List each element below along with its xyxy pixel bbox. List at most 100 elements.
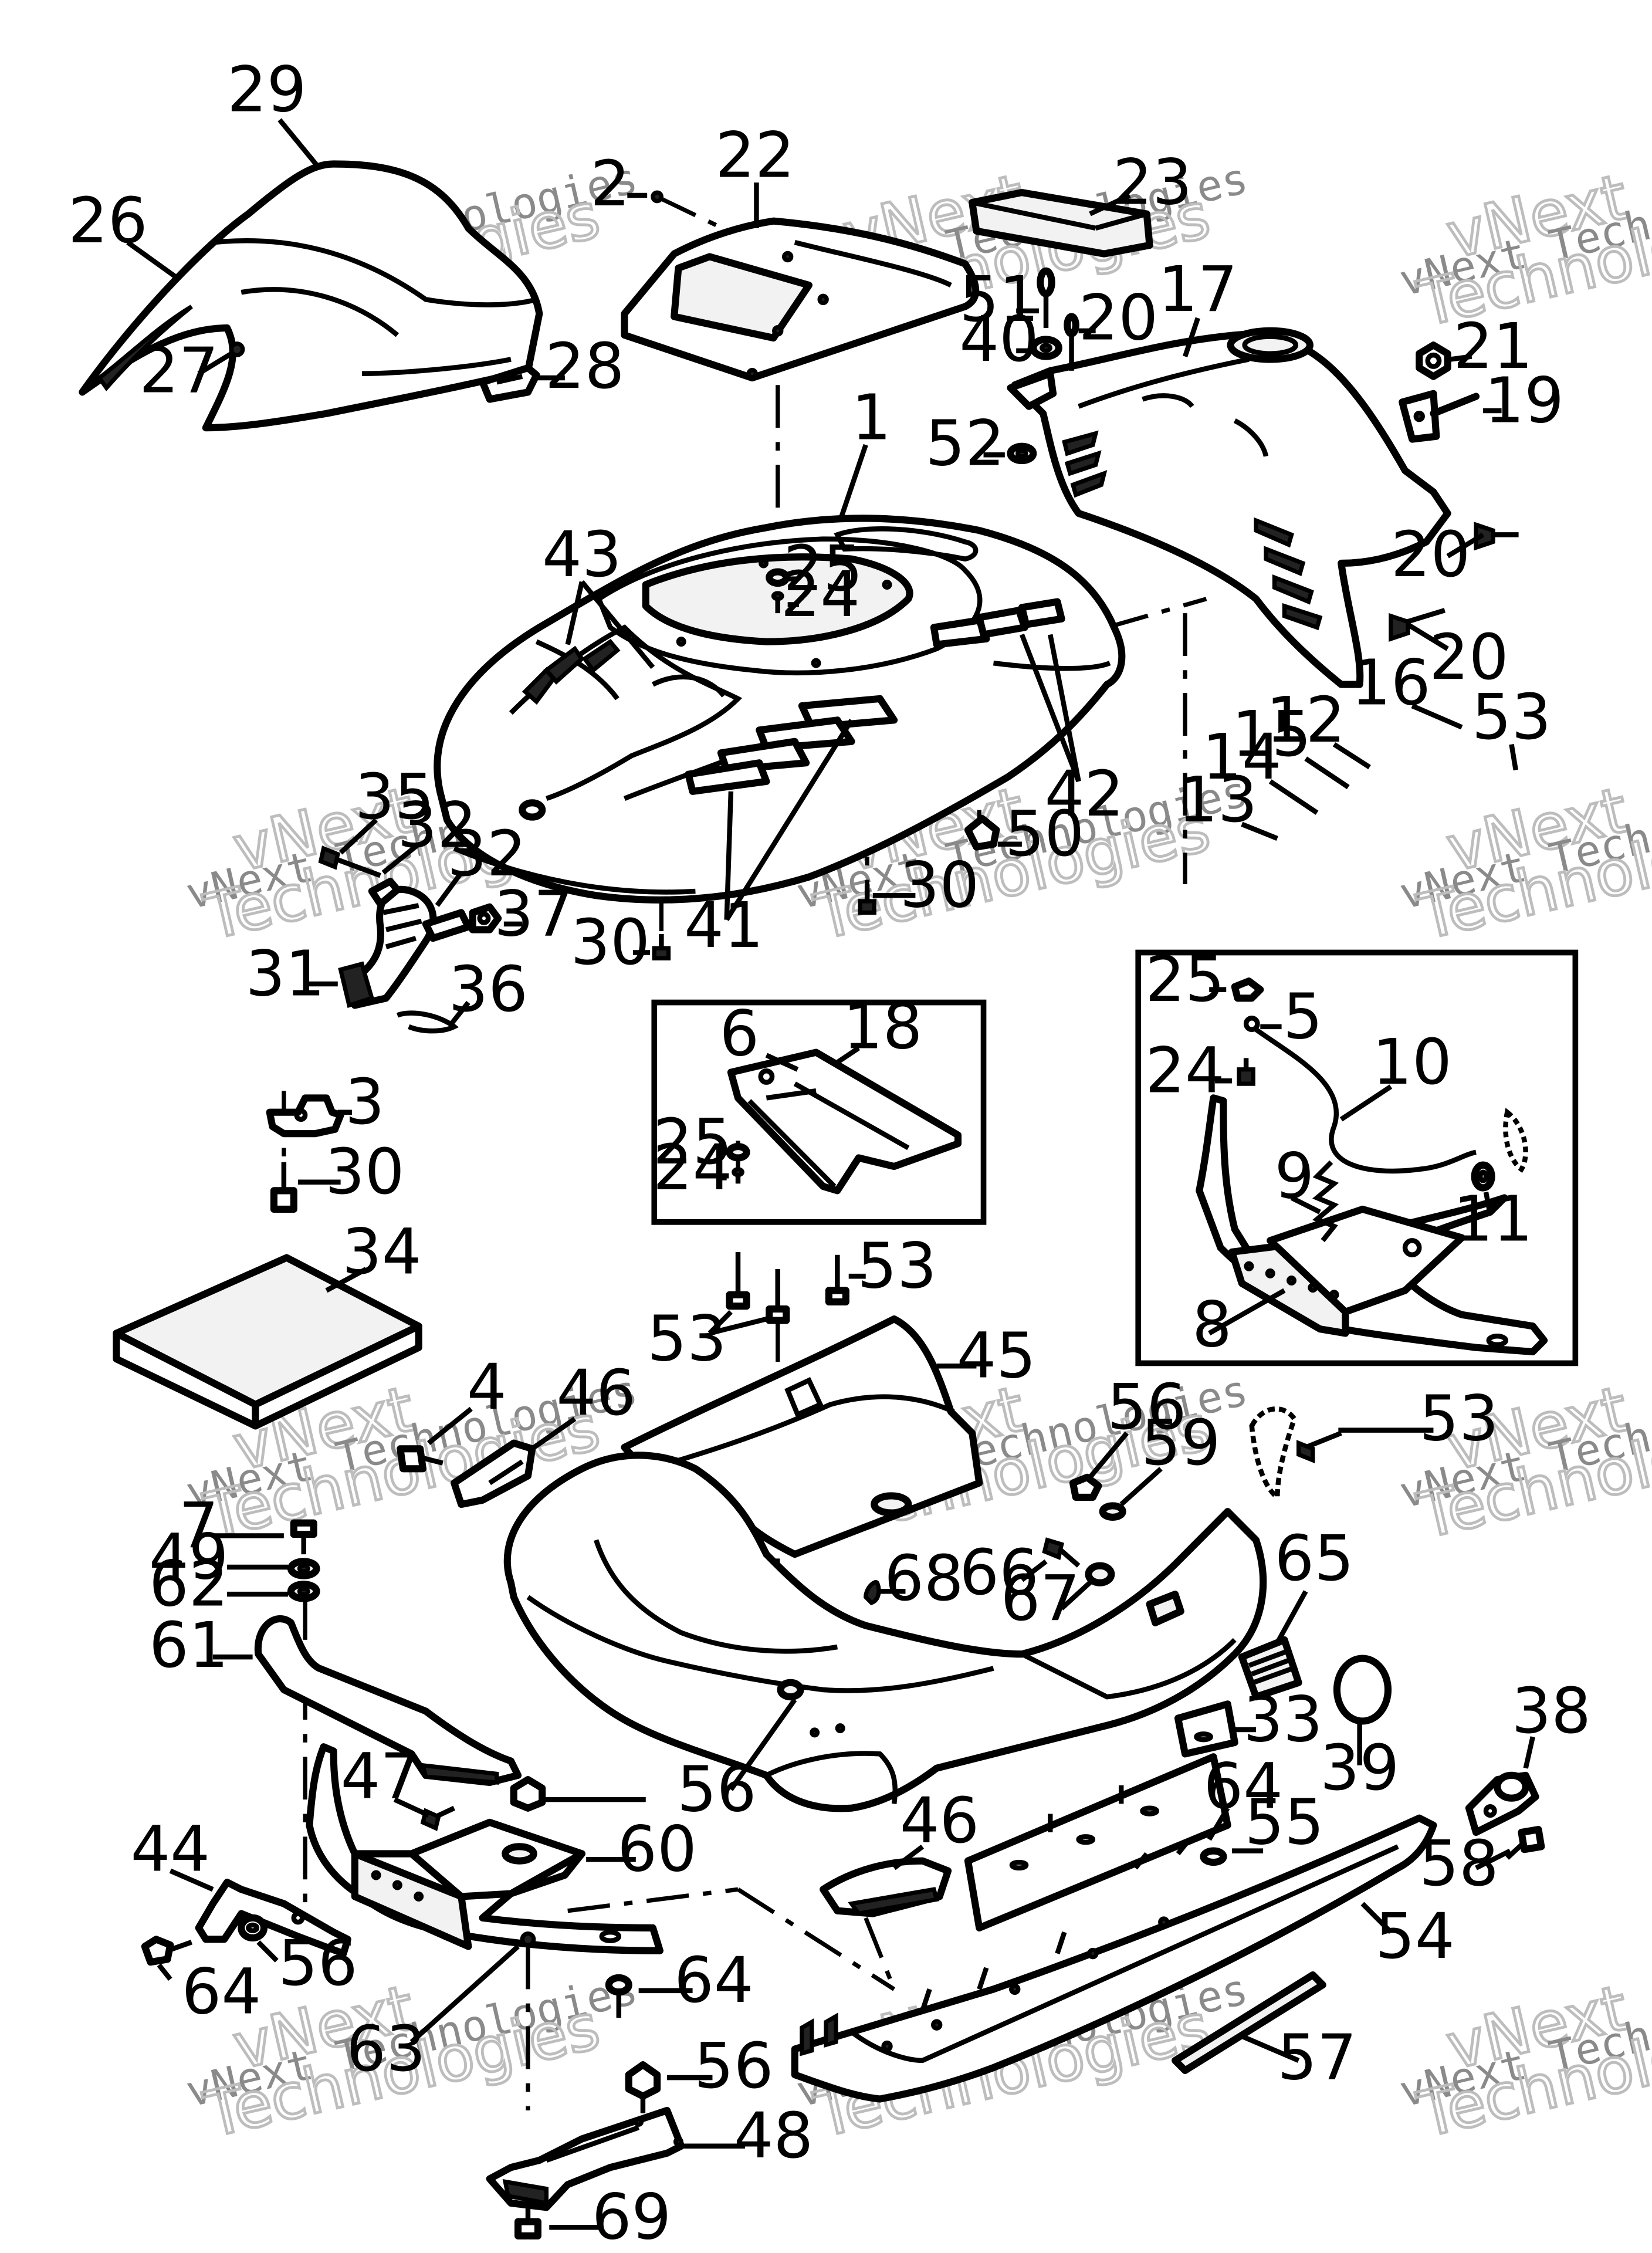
callout-17: 17 [1158, 253, 1237, 326]
callout-55: 55 [1245, 1786, 1324, 1859]
rail-54 [791, 1814, 1437, 2103]
bolt-7-stack [287, 1519, 320, 1602]
callout-20c: 20 [1429, 621, 1508, 694]
bolt-58 [1505, 1826, 1545, 1860]
console-hardware [1007, 267, 1079, 465]
callout-63: 63 [346, 2013, 425, 2086]
callout-48: 48 [734, 2100, 813, 2173]
callout-68: 68 [884, 1542, 963, 1615]
windshield [79, 160, 543, 432]
bolt-69 [514, 2207, 541, 2240]
bracket-46-lower [820, 1857, 952, 1917]
callout-22: 22 [715, 119, 794, 192]
callout-33: 33 [1243, 1683, 1322, 1756]
callout-13: 13 [1178, 764, 1257, 837]
inset-box-bumper [1135, 949, 1579, 1366]
callout-45: 45 [957, 1320, 1036, 1393]
callout-24: 24 [781, 559, 860, 631]
callout-25b: 25 [653, 1106, 732, 1179]
console [1007, 327, 1451, 688]
callout-9: 9 [1274, 1140, 1314, 1213]
foam-pad-34 [113, 1254, 422, 1430]
callout-57: 57 [1277, 2021, 1356, 2094]
callout-32a: 32 [397, 789, 476, 862]
callout-6: 6 [720, 997, 760, 1070]
callout-28: 28 [545, 330, 624, 403]
callout-46b: 46 [900, 1785, 979, 1858]
hardware-44 [141, 1914, 268, 1966]
callout-3: 3 [345, 1066, 385, 1139]
callout-24c: 24 [1145, 1034, 1224, 1107]
callout-2: 2 [590, 148, 630, 221]
callout-4: 4 [467, 1351, 507, 1424]
bumper-60 [306, 1743, 663, 1954]
strip-57 [1172, 1971, 1326, 2074]
callout-43: 43 [542, 519, 621, 591]
callout-38: 38 [1512, 1675, 1591, 1748]
callout-69: 69 [592, 2181, 671, 2253]
rivets-53 [726, 1251, 1342, 1464]
plug-39 [1333, 1655, 1392, 1725]
callout-56a: 56 [1107, 1371, 1186, 1444]
watermark: vNext vNext Technologies Technologies [1395, 153, 1652, 343]
callout-14: 14 [1202, 721, 1281, 794]
callout-21: 21 [1453, 310, 1532, 383]
callouts: 29 26 27 28 2 22 23 51 20 40 17 21 19 52… [68, 53, 1591, 2253]
callout-53c: 53 [647, 1303, 726, 1375]
clip-50 [964, 814, 1000, 851]
callout-56d: 56 [694, 2030, 773, 2103]
callout-53a: 53 [1472, 681, 1551, 754]
bolt-30-mid [858, 884, 876, 915]
callout-25: 25 [783, 533, 862, 605]
callout-30a: 30 [571, 906, 650, 979]
plate-6 [727, 1048, 962, 1195]
callout-64c: 64 [674, 1944, 753, 2017]
callout-35: 35 [355, 761, 434, 834]
plate-55 [964, 1753, 1231, 1931]
bracket-46-upper [451, 1439, 536, 1508]
rivet-47 [420, 1805, 455, 1831]
bolt-30-left [652, 933, 671, 960]
callout-36: 36 [448, 953, 527, 1026]
callout-30b: 30 [900, 849, 979, 922]
cable-10 [1254, 1027, 1528, 1174]
hood-fasteners [766, 568, 790, 614]
callout-47: 47 [341, 1740, 420, 1813]
leader-lines [126, 118, 1535, 2230]
spring-9 [1312, 1160, 1339, 1243]
callout-20b: 20 [1391, 519, 1470, 591]
bracket-44 [195, 1879, 351, 1957]
bolt-64-rail [1133, 1838, 1227, 1870]
callout-56c: 56 [278, 1927, 357, 2000]
bracket-outline-53 [1249, 1406, 1298, 1503]
bracket-19-nut-21 [1399, 341, 1480, 443]
inset-fasteners [726, 1142, 750, 1184]
plate-33 [1174, 1700, 1238, 1758]
dash-panel [621, 190, 980, 382]
callout-59: 59 [1141, 1407, 1220, 1480]
callout-26: 26 [68, 185, 147, 258]
callout-53d: 53 [1419, 1382, 1498, 1455]
bracket-38 [1465, 1771, 1539, 1836]
callout-18: 18 [843, 990, 922, 1063]
callout-23: 23 [1113, 146, 1192, 219]
callout-64a: 64 [1204, 1750, 1283, 1823]
bolt-64-lower [605, 1974, 632, 2018]
screw-2 [651, 190, 663, 204]
windshield-screw [229, 341, 245, 357]
callout-46a: 46 [556, 1357, 635, 1430]
callout-66: 66 [959, 1537, 1038, 1609]
bumper-8 [1196, 1094, 1548, 1356]
rivets-20 [1389, 522, 1519, 642]
callout-19: 19 [1485, 364, 1564, 437]
watermark: vNext vNext Technologies Technologies [1395, 766, 1652, 956]
callout-5: 5 [1283, 980, 1323, 1053]
callout-10: 10 [1372, 1026, 1451, 1099]
callout-30c: 30 [325, 1136, 404, 1209]
callout-61: 61 [149, 1609, 228, 1682]
callout-58: 58 [1419, 1828, 1498, 1900]
bracket-3 [266, 1094, 344, 1138]
callout-11: 11 [1453, 1183, 1532, 1256]
bolt-30-lower [270, 1162, 297, 1213]
callout-8: 8 [1192, 1288, 1232, 1361]
